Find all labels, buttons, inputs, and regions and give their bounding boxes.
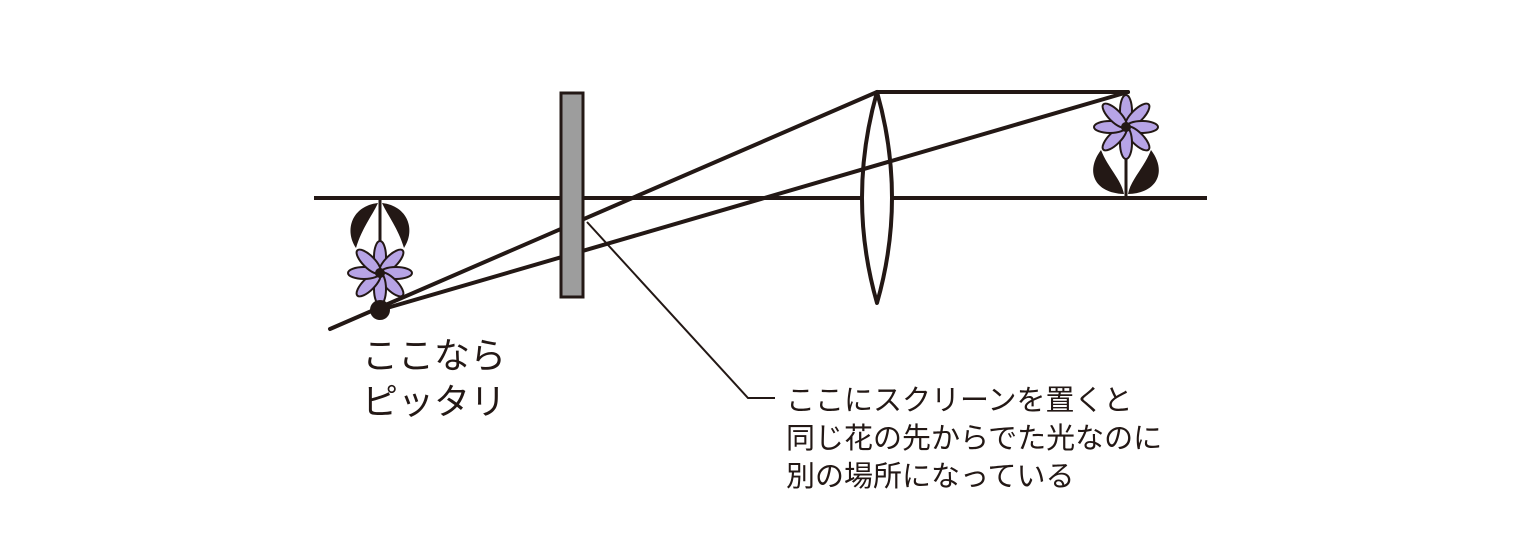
screen <box>559 91 585 299</box>
focus-dot-icon <box>370 300 390 320</box>
light-rays <box>328 90 1130 331</box>
image-point-label: ここなら ピッタリ <box>362 334 506 426</box>
image-point-label-line-2: ピッタリ <box>362 382 507 423</box>
flower-leaf-right <box>1128 150 1159 194</box>
flower-icon <box>1093 94 1159 196</box>
screen-annotation-line-2: 同じ花の先からでた光なのに <box>786 421 1163 455</box>
inverted-flower-leaf-left <box>350 203 378 248</box>
ray-refracted <box>328 90 879 331</box>
screen-annotation-line-3: 別の場所になっている <box>786 459 1075 493</box>
ray-central <box>378 90 1130 312</box>
flower-petals <box>1093 94 1159 160</box>
inverted-flower-petals <box>347 240 413 306</box>
inverted-flower-leaf-right <box>382 203 410 248</box>
flower-leaf-left <box>1093 150 1124 194</box>
leader-line <box>586 221 775 399</box>
screen-annotation: ここにスクリーンを置くと 同じ花の先からでた光なのに 別の場所になっている <box>786 381 1162 495</box>
screen-annotation-line-1: ここにスクリーンを置くと <box>786 383 1133 417</box>
image-point-label-line-1: ここなら <box>362 336 507 377</box>
flower-center <box>1121 122 1131 132</box>
inverted-flower-icon <box>347 200 413 306</box>
convex-lens <box>860 90 894 305</box>
inverted-flower-center <box>375 268 385 278</box>
